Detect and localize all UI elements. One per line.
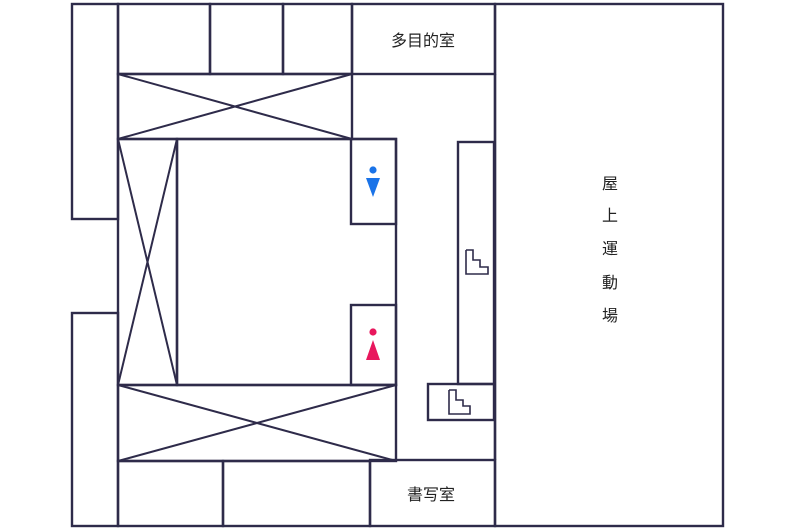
- rooftop-field: [493, 2, 725, 528]
- courtyard: [175, 137, 398, 387]
- female-restroom-icon: [366, 328, 380, 360]
- multipurpose-room-label: 多目的室: [391, 31, 455, 50]
- male-restroom-icon: [366, 166, 380, 197]
- room-top-1: [116, 2, 212, 76]
- room-top-2: [208, 2, 285, 76]
- stairs-icon: [465, 249, 489, 275]
- rooftop-label-char-4: 動: [602, 273, 618, 292]
- left-corridor-lower: [70, 311, 120, 528]
- room-bottom-1: [116, 459, 225, 528]
- left-corridor-upper: [70, 2, 120, 221]
- room-top-3: [281, 2, 354, 76]
- rooftop-label-char-1: 屋: [602, 174, 618, 193]
- room-bottom-2: [221, 459, 372, 528]
- stairs-icon: [448, 389, 471, 415]
- rooftop-label-char-2: 上: [602, 206, 618, 225]
- rooftop-label-char-5: 場: [602, 306, 618, 325]
- rooftop-label-char-3: 運: [602, 239, 618, 258]
- stair-shaft: [456, 140, 496, 386]
- calligraphy-room-label: 書写室: [407, 485, 455, 504]
- male-restroom: [349, 137, 398, 226]
- female-restroom: [349, 303, 398, 387]
